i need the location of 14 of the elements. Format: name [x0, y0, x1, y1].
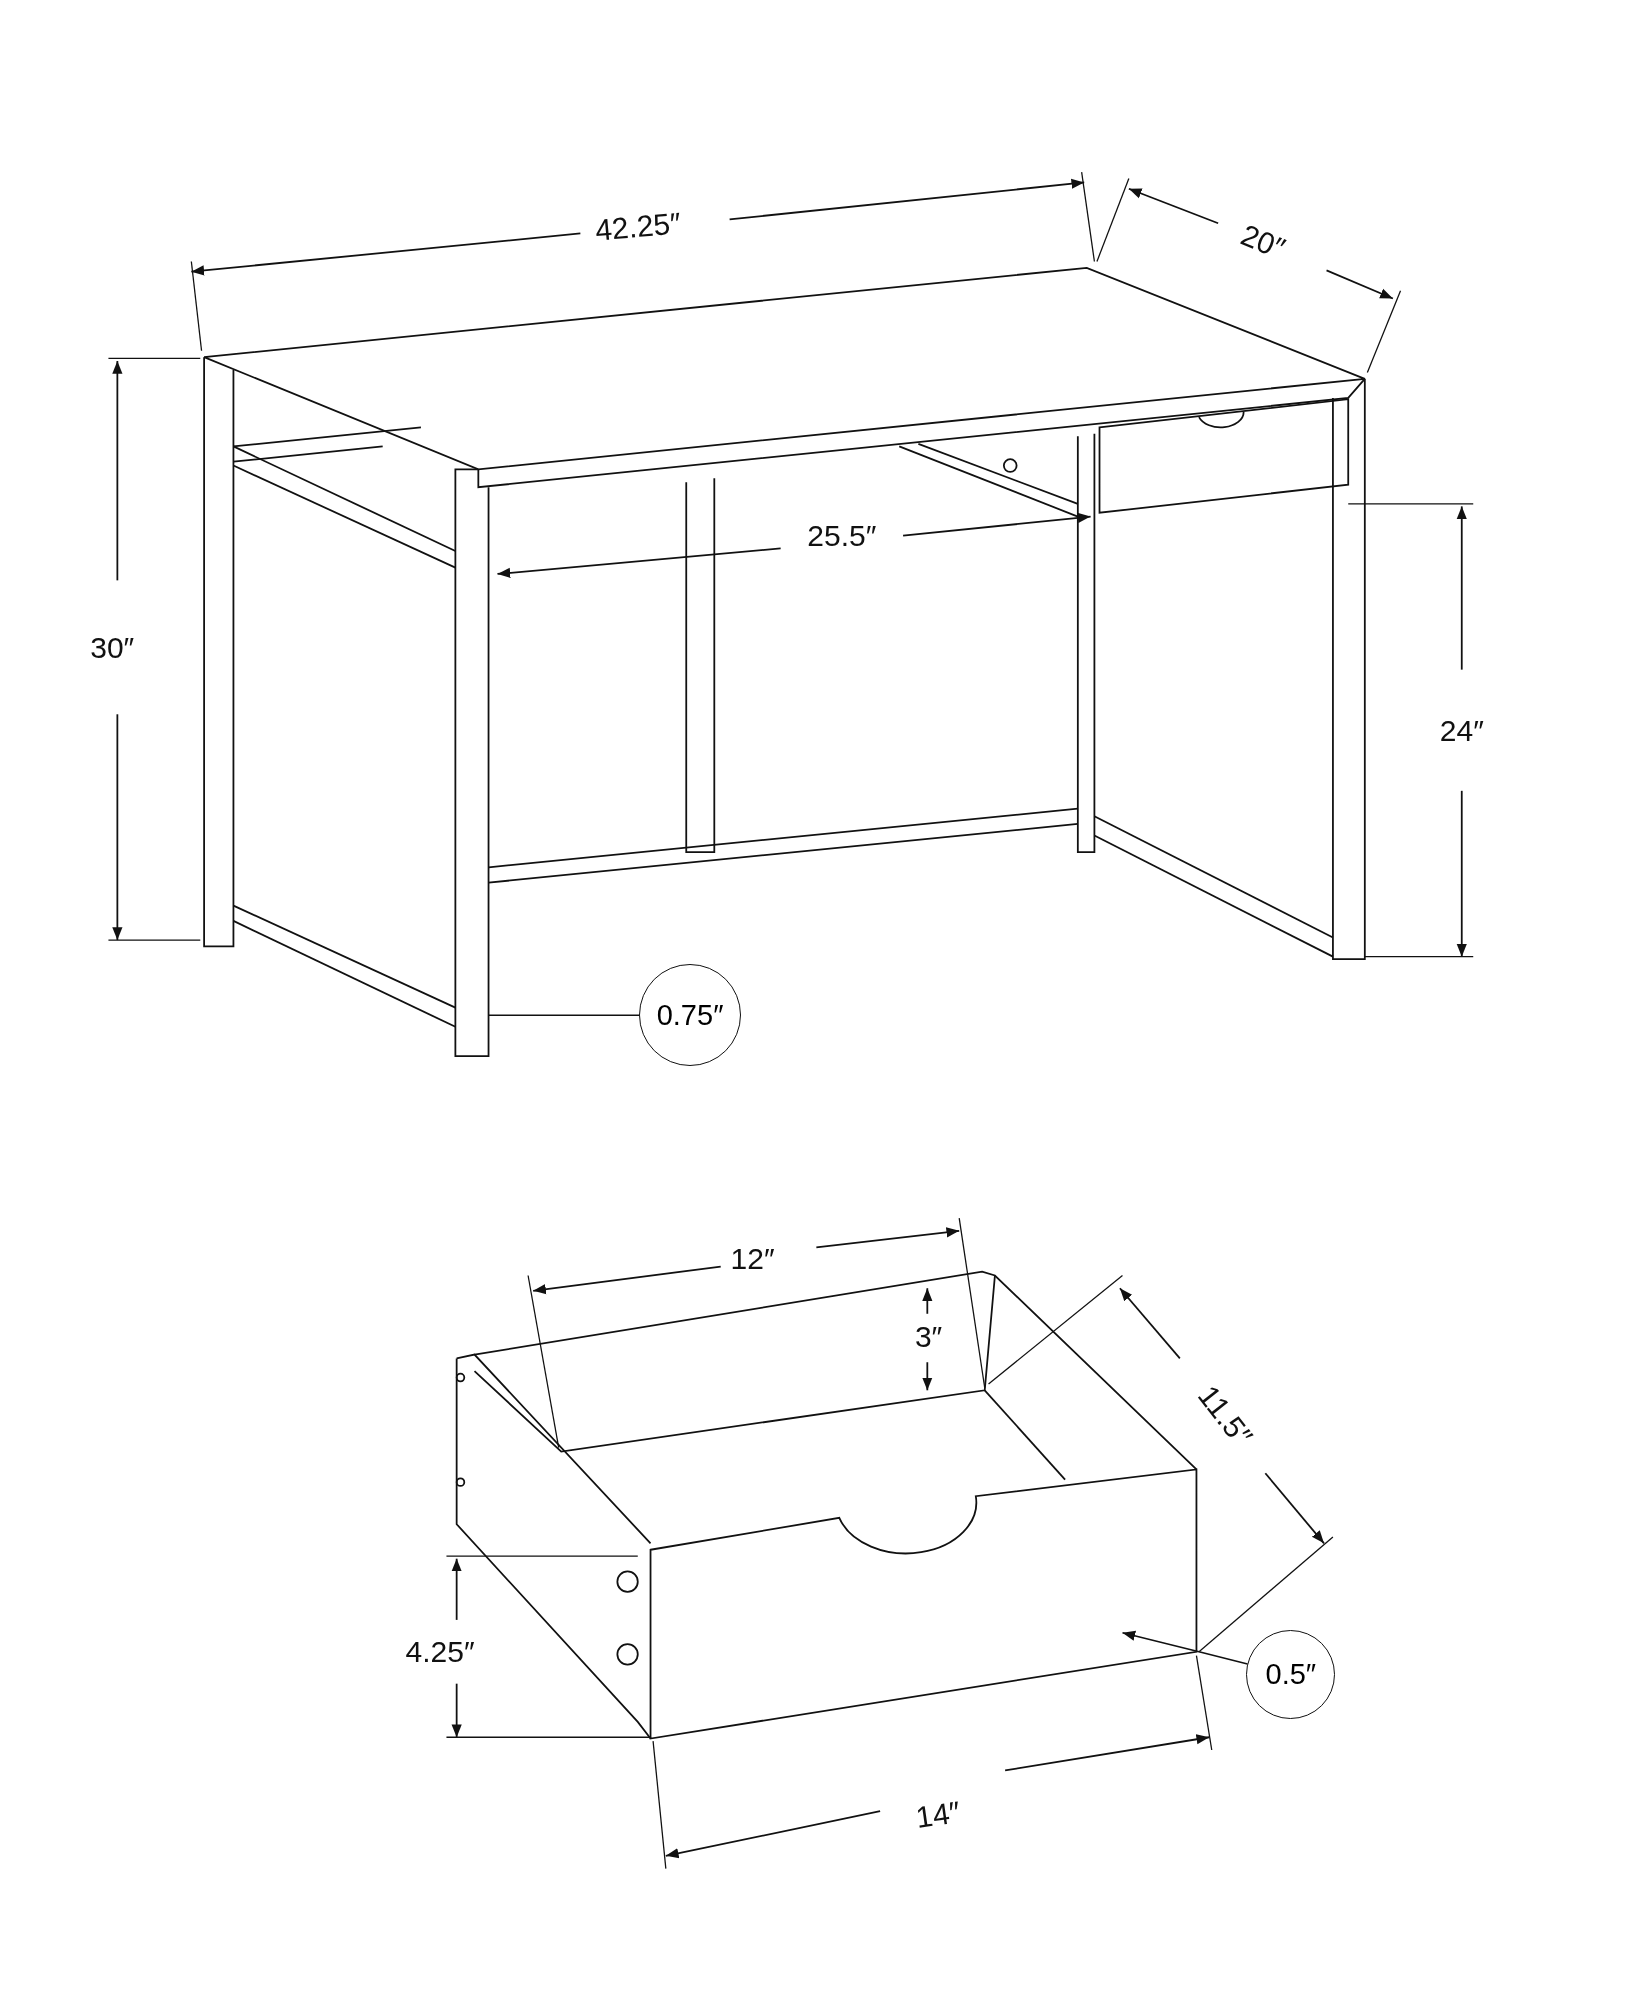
dimension-label: 12″: [730, 1243, 775, 1274]
dimension-label: 14″: [913, 1797, 962, 1833]
dimension-label: 24″: [1439, 715, 1484, 746]
dimension-label: 11.5″: [1192, 1380, 1257, 1452]
dimension-callout: 0.75″: [639, 964, 742, 1067]
leader-line: [1121, 1630, 1249, 1665]
leader-line: [487, 1014, 640, 1017]
dimension-label: 42.25″: [593, 208, 682, 246]
dimension-label: 4.25″: [405, 1636, 475, 1667]
dimension-label: 25.5″: [807, 520, 877, 551]
dimension-callout: 0.5″: [1246, 1630, 1336, 1720]
dimension-label: 3″: [914, 1321, 943, 1352]
dimension-label: 30″: [90, 632, 135, 663]
dimension-label: 20″: [1236, 220, 1289, 265]
